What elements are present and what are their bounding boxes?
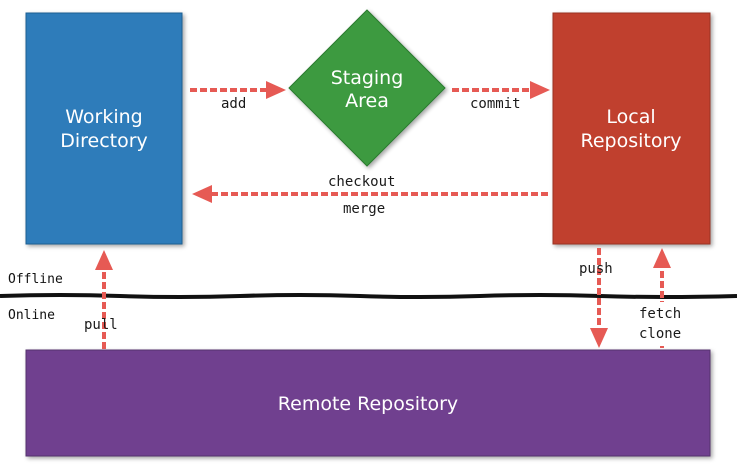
- staging-area-node: Staging Area: [288, 9, 446, 167]
- working-directory-label-line1: Working: [65, 106, 143, 128]
- add-label: add: [221, 96, 246, 112]
- commit-arrow-head: [530, 81, 550, 99]
- online-label: Online: [8, 308, 55, 323]
- local-repository-label-line2: Repository: [580, 130, 681, 152]
- clone-label: clone: [639, 326, 681, 342]
- offline-label: Offline: [8, 272, 63, 287]
- working-directory-node: Working Directory: [25, 12, 183, 245]
- fetch-label: fetch: [639, 306, 681, 322]
- checkout-merge-edge: checkout merge: [192, 174, 548, 217]
- commit-label: commit: [470, 96, 521, 112]
- fetch-clone-edge: fetch clone: [636, 248, 690, 348]
- fetch-clone-label-backdrop: [636, 302, 690, 346]
- checkout-label: checkout: [328, 174, 395, 190]
- remote-repository-box: [25, 349, 711, 457]
- fetch-clone-arrow-head: [653, 248, 671, 268]
- merge-label: merge: [343, 201, 385, 217]
- local-repository-node: Local Repository: [552, 12, 711, 245]
- staging-area-label-line2: Area: [345, 90, 389, 112]
- checkout-merge-arrow-head: [192, 185, 212, 203]
- remote-repository-label: Remote Repository: [278, 393, 458, 415]
- local-repository-label-line1: Local: [606, 106, 655, 128]
- push-label: push: [579, 261, 613, 277]
- pull-arrow-head: [95, 250, 113, 270]
- working-directory-box: [25, 12, 183, 245]
- pull-edge: pull: [84, 250, 118, 349]
- local-repository-box: [552, 12, 711, 245]
- divider-line: [0, 293, 737, 299]
- pull-label: pull: [84, 317, 118, 333]
- add-arrow-head: [266, 81, 286, 99]
- remote-repository-node: Remote Repository: [25, 349, 711, 457]
- staging-area-label-line1: Staging: [331, 67, 404, 89]
- commit-edge: commit: [452, 81, 550, 112]
- push-arrow-head: [590, 328, 608, 348]
- push-edge: push: [579, 248, 613, 348]
- staging-area-diamond: [288, 9, 446, 167]
- add-edge: add: [190, 81, 286, 112]
- working-directory-label-line2: Directory: [60, 130, 148, 152]
- offline-online-divider: Offline Online: [0, 272, 737, 323]
